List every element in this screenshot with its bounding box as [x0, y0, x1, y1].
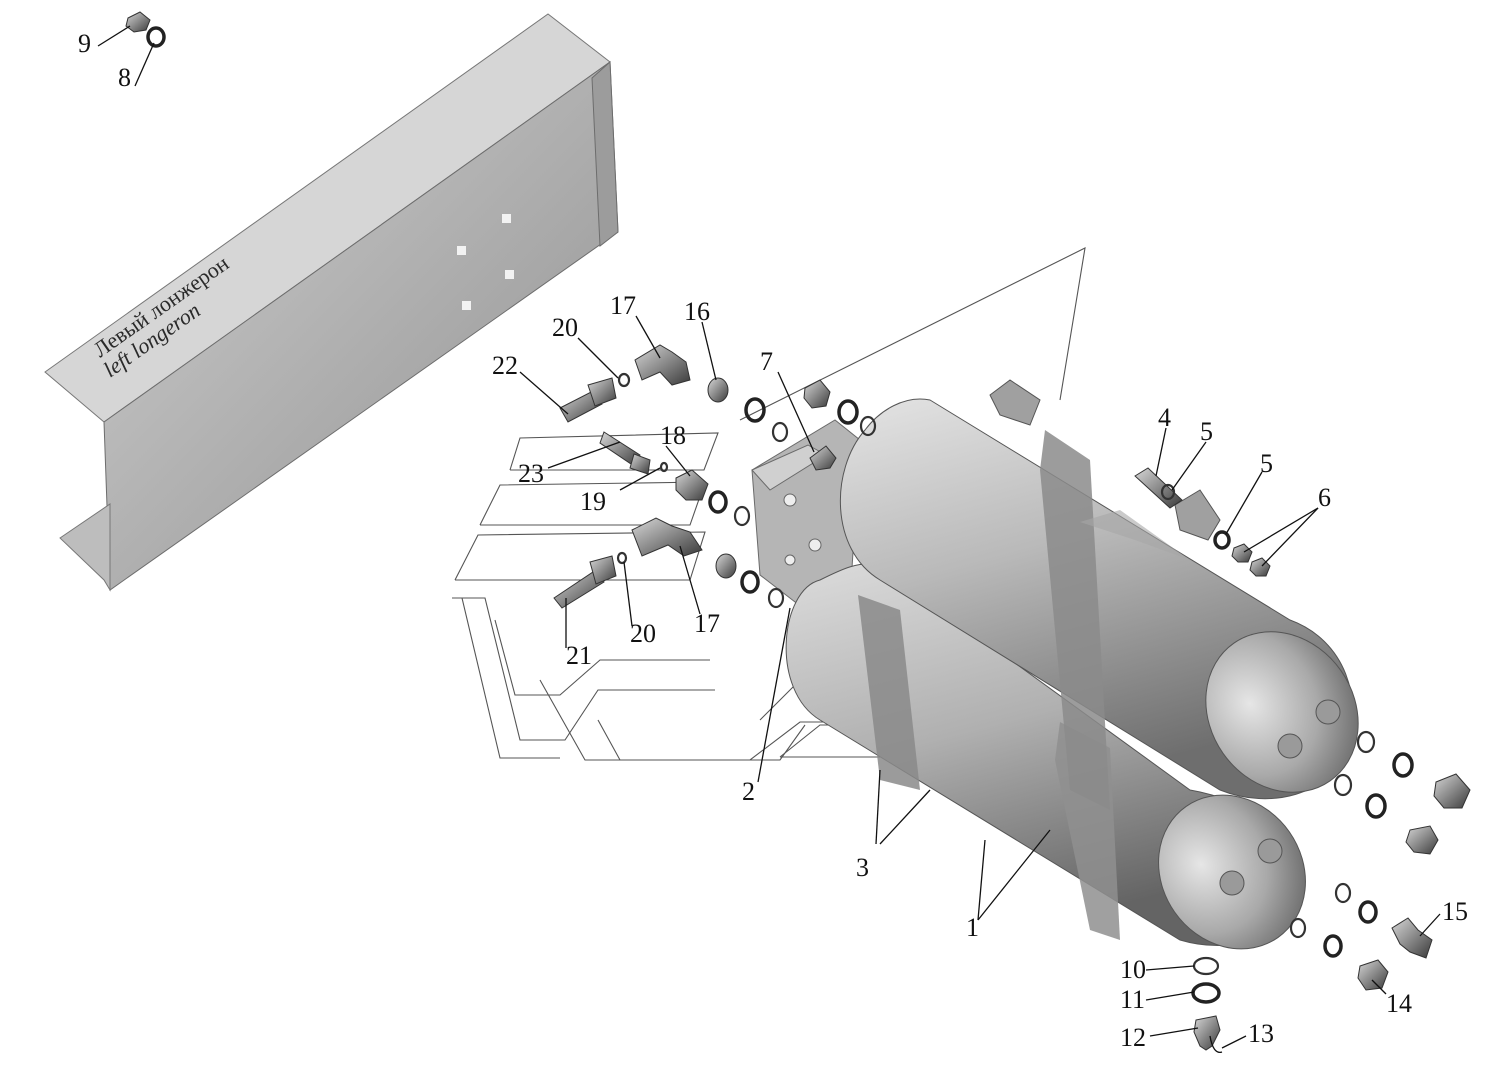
- plug: [1357, 959, 1389, 991]
- callout-1: 1: [966, 913, 979, 942]
- left-longeron: Левый лонжерон left longeron: [44, 13, 619, 592]
- callout-8: 8: [118, 63, 131, 92]
- callout-22: 22: [492, 351, 518, 380]
- callout-23: 23: [518, 459, 544, 488]
- o-ring: [617, 372, 631, 388]
- callout-10: 10: [1120, 955, 1146, 984]
- callout-15: 15: [1442, 897, 1468, 926]
- seal-washer: [767, 587, 785, 609]
- washer: [146, 26, 166, 48]
- rail-hole: [457, 246, 466, 255]
- seal-washer: [1333, 773, 1353, 797]
- callout-14: 14: [1386, 989, 1412, 1018]
- elbow-fitting: [631, 517, 703, 557]
- leader-lines: [97, 25, 1441, 1049]
- callout-20-top: 20: [552, 313, 578, 342]
- drain-washer: [1192, 956, 1220, 976]
- seal-washer: [744, 397, 766, 423]
- callout-4: 4: [1158, 403, 1171, 432]
- seal-washer: [740, 570, 760, 594]
- callout-17-top: 17: [610, 291, 636, 320]
- union-fitting: [675, 469, 709, 501]
- seal-washer: [837, 399, 859, 425]
- nut: [125, 11, 151, 33]
- callout-11: 11: [1120, 985, 1145, 1014]
- bolt-fitting: [559, 389, 603, 423]
- bracket: [751, 419, 861, 613]
- callout-16: 16: [684, 297, 710, 326]
- callout-6: 6: [1318, 483, 1331, 512]
- check-valve: [809, 445, 837, 471]
- callout-19: 19: [580, 487, 606, 516]
- callout-20-bottom: 20: [630, 619, 656, 648]
- callout-7: 7: [760, 347, 773, 376]
- callout-17-bottom: 17: [694, 609, 720, 638]
- o-ring: [659, 461, 669, 473]
- seal-washer: [708, 490, 728, 514]
- callout-5-top: 5: [1200, 417, 1213, 446]
- seal-washer: [1365, 793, 1387, 819]
- rail-hole: [505, 270, 514, 279]
- upper-air-tank: [839, 379, 1359, 810]
- plug: [1433, 773, 1471, 809]
- drain-ring: [1209, 1035, 1223, 1054]
- seal-washer: [733, 505, 751, 527]
- plug: [1405, 825, 1439, 855]
- callout-13: 13: [1248, 1019, 1274, 1048]
- tank-port: [1257, 838, 1283, 864]
- callout-12: 12: [1120, 1023, 1146, 1052]
- callout-21: 21: [566, 641, 592, 670]
- drain-valve: [1391, 917, 1433, 959]
- seal-washer: [1323, 934, 1343, 958]
- callout-18: 18: [660, 421, 686, 450]
- rail-hole: [462, 301, 471, 310]
- callout-2: 2: [742, 777, 755, 806]
- plug: [803, 379, 831, 409]
- o-ring: [616, 551, 628, 565]
- seal-washer: [1392, 752, 1414, 778]
- washer: [1213, 530, 1231, 550]
- elbow-fitting: [634, 344, 691, 386]
- part-callouts: 9 8 22 20 17 16 7 18 23 19 21 20 17 2 3 …: [78, 29, 1468, 1052]
- bushing: [715, 553, 737, 579]
- assembly-guide-outlines: [452, 247, 1086, 761]
- rail-hole: [502, 214, 511, 223]
- bushing: [707, 377, 729, 403]
- seal-washer: [771, 421, 789, 443]
- nut: [1231, 543, 1253, 563]
- fittings-and-seals: [125, 11, 1471, 1054]
- bolt: [1134, 467, 1183, 509]
- drain-plug: [1193, 1015, 1221, 1051]
- tank-port: [1277, 733, 1303, 759]
- seal-washer: [1334, 882, 1352, 904]
- seal-washer: [1358, 900, 1378, 924]
- lower-air-tank: [785, 563, 1306, 950]
- seal-washer: [1356, 730, 1376, 754]
- callout-3: 3: [856, 853, 869, 882]
- callout-5-bottom: 5: [1260, 449, 1273, 478]
- callout-9: 9: [78, 29, 91, 58]
- tank-port: [1219, 870, 1245, 896]
- drain-washer: [1191, 982, 1221, 1004]
- seal-washer: [859, 415, 877, 437]
- tank-port: [1315, 699, 1341, 725]
- seal-washer: [1289, 917, 1307, 939]
- washer: [1160, 483, 1176, 501]
